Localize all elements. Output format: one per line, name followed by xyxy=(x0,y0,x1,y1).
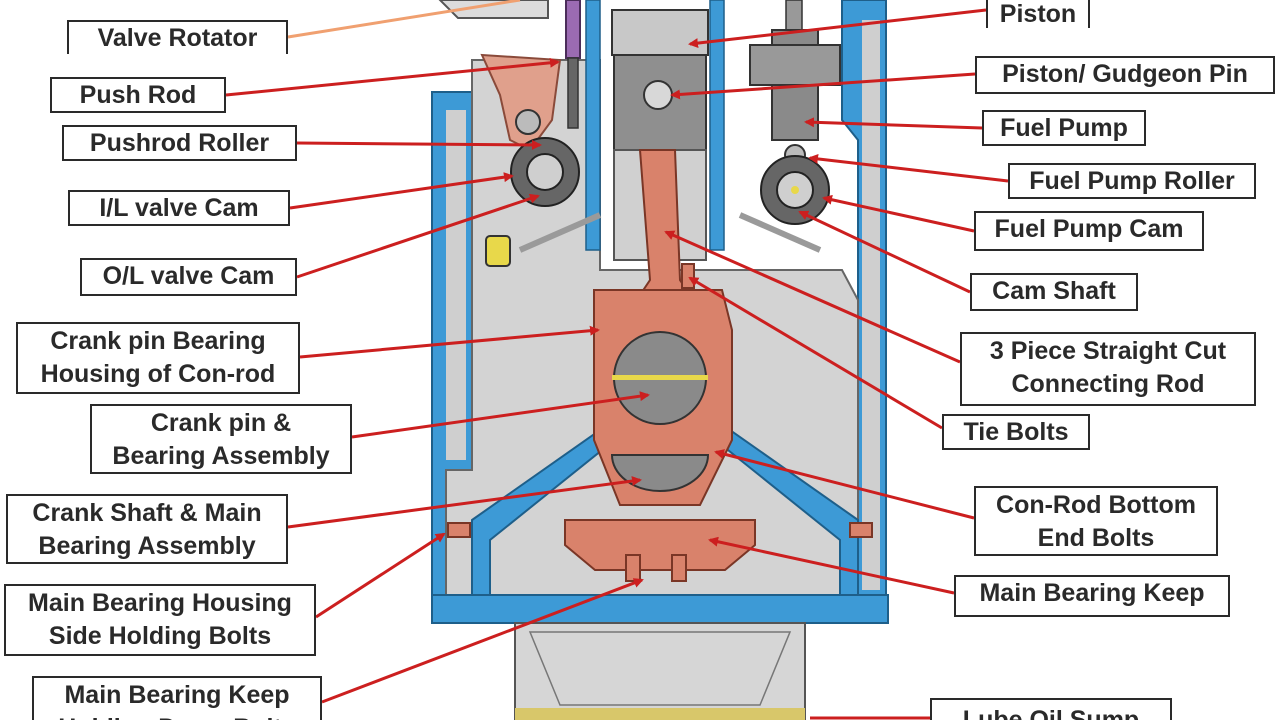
valve-gear xyxy=(480,0,581,207)
crank-pin-split-line xyxy=(612,375,708,380)
label-main-bearing-keep-holding-line1: Main Bearing Keep xyxy=(64,681,290,709)
label-il-valve-cam: I/L valve Cam xyxy=(68,190,290,226)
frame-left-inner xyxy=(446,110,466,460)
label-crank-pin-bearing-housing-line1: Crank pin Bearing xyxy=(50,327,266,355)
label-piston-gudgeon-pin: Piston/ Gudgeon Pin xyxy=(975,56,1275,94)
label-pushrod-roller: Pushrod Roller xyxy=(62,125,297,161)
label-fuel-pump-roller: Fuel Pump Roller xyxy=(1008,163,1256,199)
gudgeon-pin-shape xyxy=(643,80,673,110)
label-crank-pin-bearing-housing: Crank pin Bearing Housing of Con-rod xyxy=(16,322,300,394)
leader-crank-shaft xyxy=(287,476,642,529)
leader-fuel-pump-cam xyxy=(822,194,975,233)
label-con-rod-bottom-bolts-line2: End Bolts xyxy=(1037,524,1155,552)
leader-crank-pin-assembly xyxy=(351,391,650,439)
push-rod-shape xyxy=(567,57,579,129)
oil-port xyxy=(485,235,511,267)
label-main-bearing-keep: Main Bearing Keep xyxy=(954,575,1230,617)
leader-keep-holding xyxy=(321,578,644,704)
cylinder-liner xyxy=(585,0,725,251)
leader-fuel-pump-roller xyxy=(808,153,1009,183)
label-piston: Piston xyxy=(986,0,1090,28)
label-crank-pin-bearing-housing-line2: Housing of Con-rod xyxy=(40,360,276,388)
label-crank-pin-bearing-assembly-line2: Bearing Assembly xyxy=(112,442,330,470)
tie-bolt-shape xyxy=(681,263,695,289)
label-main-bearing-housing-bolts-line2: Side Holding Bolts xyxy=(48,622,272,650)
pushrod-roller-shape xyxy=(515,109,541,135)
leader-valve-rotator xyxy=(287,0,521,39)
label-connecting-rod-line2: Connecting Rod xyxy=(1011,370,1205,398)
label-crank-pin-bearing-assembly-line1: Crank pin & xyxy=(150,409,292,437)
fuel-pump-top xyxy=(785,0,803,31)
leader-crank-pin-housing xyxy=(299,325,600,359)
label-crank-shaft-main-bearing-line2: Bearing Assembly xyxy=(38,532,256,560)
left-stay xyxy=(518,212,602,253)
label-cam-shaft: Cam Shaft xyxy=(970,273,1138,311)
leader-cam-shaft xyxy=(798,210,971,294)
label-push-rod: Push Rod xyxy=(50,77,226,113)
leader-il-valve-cam xyxy=(289,172,514,210)
valve-rotator-shape xyxy=(565,0,581,59)
main-bearing-keep-shape xyxy=(564,519,756,571)
fuel-pump-housing xyxy=(749,44,841,86)
label-main-bearing-housing-bolts: Main Bearing Housing Side Holding Bolts xyxy=(4,584,316,656)
label-crank-pin-bearing-assembly: Crank pin & Bearing Assembly xyxy=(90,404,352,474)
leader-ol-valve-cam xyxy=(296,193,540,279)
fuel-pump-cam-center xyxy=(791,186,799,194)
sump-oil-level xyxy=(515,708,805,720)
leader-tie-bolts xyxy=(688,276,943,430)
side-bolt-right xyxy=(849,522,873,538)
leader-side-bolts xyxy=(315,532,446,619)
leader-gudgeon-pin xyxy=(670,72,976,100)
leader-fuel-pump xyxy=(804,117,983,130)
label-main-bearing-housing-bolts-line1: Main Bearing Housing xyxy=(28,589,292,617)
label-ol-valve-cam: O/L valve Cam xyxy=(80,258,297,296)
leader-con-rod-bottom-bolts xyxy=(714,449,975,520)
sump-inner-line xyxy=(528,631,792,706)
lube-oil-sump-body xyxy=(514,622,806,720)
keep-bolt-right xyxy=(671,554,687,582)
label-connecting-rod: 3 Piece Straight Cut Connecting Rod xyxy=(960,332,1256,406)
fuel-pump-assembly xyxy=(749,0,841,225)
keep-bolt-left xyxy=(625,554,641,582)
il-valve-cam-hub xyxy=(526,153,564,191)
label-lube-oil-sump: Lube Oil Sump xyxy=(930,698,1172,720)
label-main-bearing-keep-holding-line2: Holding Down Bolts xyxy=(38,712,316,720)
leader-pushrod-roller xyxy=(296,139,542,150)
leader-connecting-rod xyxy=(664,230,961,364)
label-connecting-rod-line1: 3 Piece Straight Cut xyxy=(989,337,1227,365)
frame-bottom-bar xyxy=(431,594,889,624)
label-main-bearing-keep-holding: Main Bearing Keep Holding Down Bolts xyxy=(32,676,322,720)
leader-push-rod xyxy=(225,57,560,97)
side-bolt-left xyxy=(447,522,471,538)
label-fuel-pump-cam: Fuel Pump Cam xyxy=(974,211,1204,251)
leader-lines xyxy=(225,0,1009,720)
label-valve-rotator: Valve Rotator xyxy=(67,20,288,54)
frame-right-inner xyxy=(862,20,880,590)
label-fuel-pump: Fuel Pump xyxy=(982,110,1146,146)
label-con-rod-bottom-bolts: Con-Rod Bottom End Bolts xyxy=(974,486,1218,556)
label-crank-shaft-main-bearing: Crank Shaft & Main Bearing Assembly xyxy=(6,494,288,564)
label-con-rod-bottom-bolts-line1: Con-Rod Bottom xyxy=(996,491,1196,519)
label-crank-shaft-main-bearing-line1: Crank Shaft & Main xyxy=(32,499,262,527)
leader-main-bearing-keep xyxy=(708,536,955,595)
label-tie-bolts: Tie Bolts xyxy=(942,414,1090,450)
leader-piston xyxy=(688,8,987,49)
piston-crown xyxy=(611,9,709,56)
right-stay xyxy=(738,212,822,253)
